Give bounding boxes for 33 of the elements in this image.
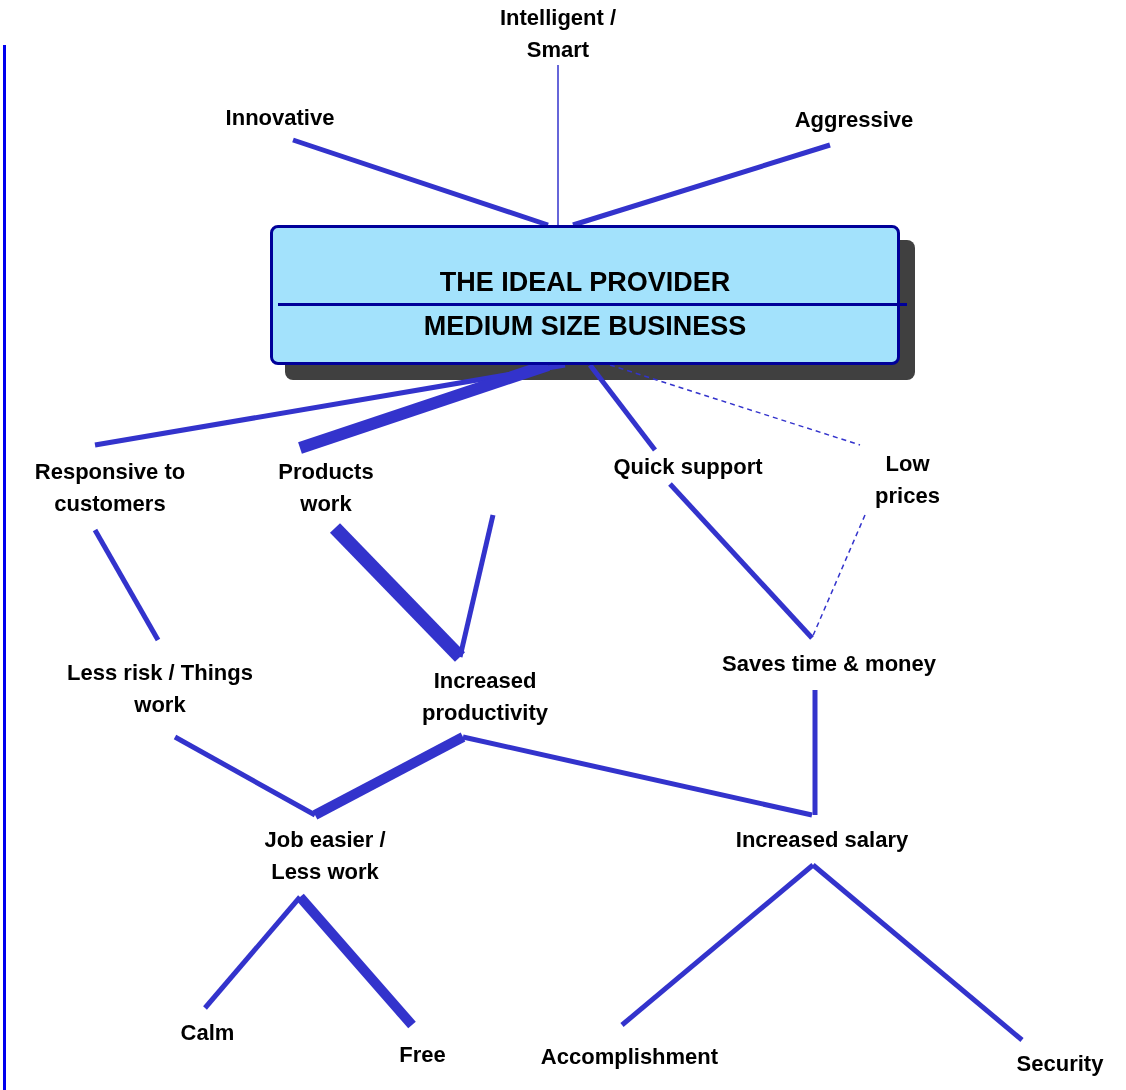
node-label: Job easier / Less work [263,826,387,886]
connector-line [203,895,302,1010]
node-label: Saves time & money [722,650,936,678]
node-label: Products work [277,458,375,518]
connector-line [609,364,861,446]
node-label: Low prices [874,450,941,510]
node-label: Security [1016,1050,1104,1078]
node-label: Free [399,1041,446,1069]
connector-line [462,734,813,818]
node-label: Intelligent / Smart [498,3,618,64]
connector-line [173,734,317,818]
connector-line [620,863,815,1027]
connector-line [668,482,814,640]
node-label: Increased productivity [421,667,549,727]
connector-line [812,690,818,815]
node-label: Responsive to customers [33,457,187,518]
node-label: Aggressive [794,106,914,134]
node-label: Innovative [225,103,335,132]
connector-line [296,893,416,1029]
connector-line [811,863,1024,1042]
connector-line [588,363,657,452]
connector-line [457,514,496,658]
box-heading: THE IDEAL PROVIDER [439,266,731,299]
node-label: Calm [180,1019,235,1047]
node-label: Increased salary [735,826,909,854]
node-label: Less risk / Things work [66,658,254,719]
connector-line [92,528,161,642]
connector-line [312,732,466,820]
node-label: Quick support [613,453,763,481]
connector-line [557,64,559,226]
node-label: Accomplishment [540,1042,719,1071]
connector-line [329,523,466,662]
box-heading: MEDIUM SIZE BUSINESS [423,310,747,343]
